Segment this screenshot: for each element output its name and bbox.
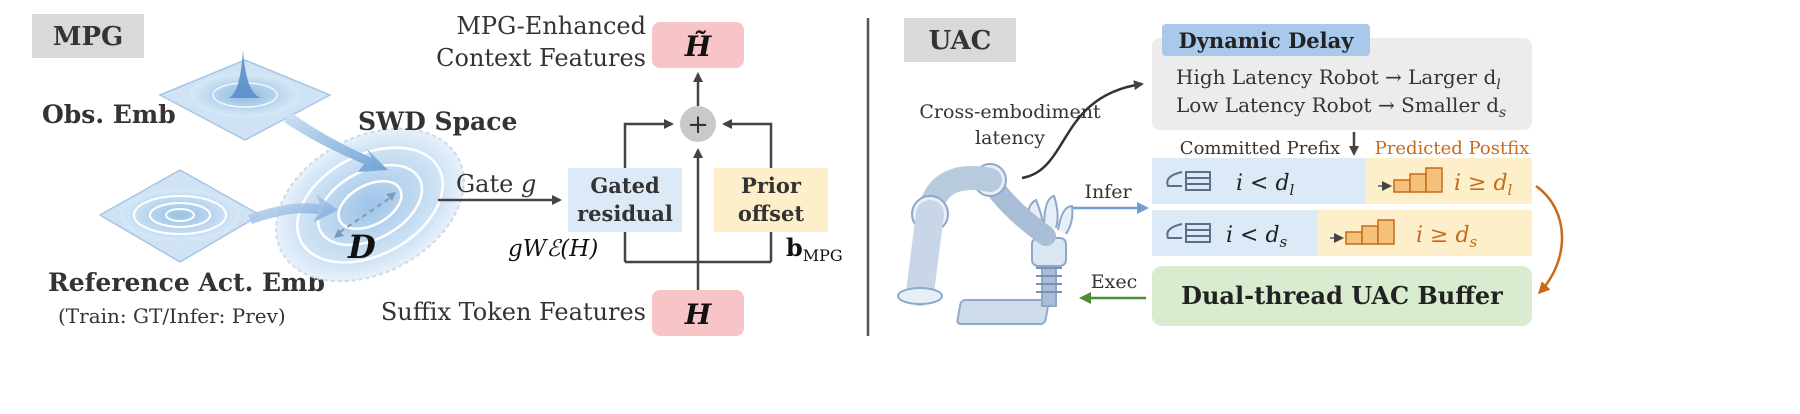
gated-formula: gWℰ(H) <box>508 236 598 262</box>
d-symbol: D <box>347 228 376 266</box>
cross-embodiment-line2: latency <box>975 127 1045 149</box>
high-latency-line: High Latency Robot → Larger dl <box>1176 65 1501 93</box>
mpg-connectors <box>623 119 773 290</box>
infer-label: Infer <box>1084 181 1132 203</box>
ref-to-swd-arrow <box>248 194 338 224</box>
output-h-tilde-symbol: H̃ <box>684 30 713 63</box>
predicted-postfix-label: Predicted Postfix <box>1375 138 1530 159</box>
robot-arm-illustration <box>897 163 1074 325</box>
row2-buffer-icon <box>1166 223 1211 243</box>
uac-tag-box <box>904 18 1016 62</box>
committed-prefix-label: Committed Prefix <box>1180 138 1340 159</box>
bias-label: bMPG <box>786 233 843 265</box>
uac-buffer-label: Dual-thread UAC Buffer <box>1181 281 1503 310</box>
ref-act-emb-surface <box>98 169 262 263</box>
row1-postfix-text: i ≥ dl <box>1454 171 1513 199</box>
row2-stairs-icon <box>1330 219 1395 245</box>
ref-act-emb-label: Reference Act. Emb <box>48 268 325 297</box>
row1-stairs-icon <box>1378 167 1443 193</box>
uac-tag: UAC <box>929 26 992 56</box>
swd-space-blob <box>275 127 465 283</box>
d-arrowhead-top <box>386 192 396 201</box>
input-label: Suffix Token Features <box>381 298 646 326</box>
ref-act-note: (Train: GT/Infer: Prev) <box>58 304 286 328</box>
output-label-line1: MPG-Enhanced <box>456 12 646 40</box>
gated-residual-box <box>568 168 682 232</box>
low-latency-line: Low Latency Robot → Smaller ds <box>1176 93 1506 121</box>
gate-label: Gate g <box>456 170 536 198</box>
dynamic-delay-panel <box>1152 38 1532 130</box>
row1-prefix-box <box>1152 158 1366 204</box>
input-h-box <box>652 290 744 336</box>
row2-prefix-text: i < ds <box>1226 223 1288 251</box>
mpg-tag: MPG <box>53 22 124 52</box>
swd-space-label: SWD Space <box>358 107 517 136</box>
row2-prefix-box <box>1152 210 1318 256</box>
row1-buffer-icon <box>1166 171 1211 191</box>
d-arrowhead-bottom <box>334 229 344 238</box>
prior-offset-line2: offset <box>738 201 804 226</box>
postfix-to-buffer-arrow <box>1535 184 1564 295</box>
uac-buffer-box <box>1152 266 1532 326</box>
input-h-symbol: H <box>684 298 713 331</box>
plus-node <box>680 106 716 142</box>
d-dashed-line <box>339 197 391 233</box>
gated-residual-line2: residual <box>577 201 673 226</box>
dynamic-delay-label: Dynamic Delay <box>1179 28 1355 53</box>
prior-offset-line1: Prior <box>741 173 802 198</box>
gated-residual-line1: Gated <box>590 173 660 198</box>
output-label-line2: Context Features <box>436 44 646 72</box>
dynamic-delay-header <box>1162 24 1370 56</box>
plus-symbol: + <box>687 110 709 140</box>
obs-to-swd-arrow <box>284 112 388 172</box>
latency-curve-arrow <box>1021 80 1144 180</box>
exec-label: Exec <box>1091 271 1137 293</box>
obs-emb-label: Obs. Emb <box>42 100 176 129</box>
row1-prefix-text: i < dl <box>1236 171 1295 199</box>
prior-offset-box <box>714 168 828 232</box>
row2-postfix-text: i ≥ ds <box>1416 223 1478 251</box>
mpg-tag-box <box>32 14 144 58</box>
obs-emb-surface <box>158 50 332 141</box>
output-h-tilde-box <box>652 22 744 68</box>
cross-embodiment-line1: Cross-embodiment <box>919 101 1101 123</box>
